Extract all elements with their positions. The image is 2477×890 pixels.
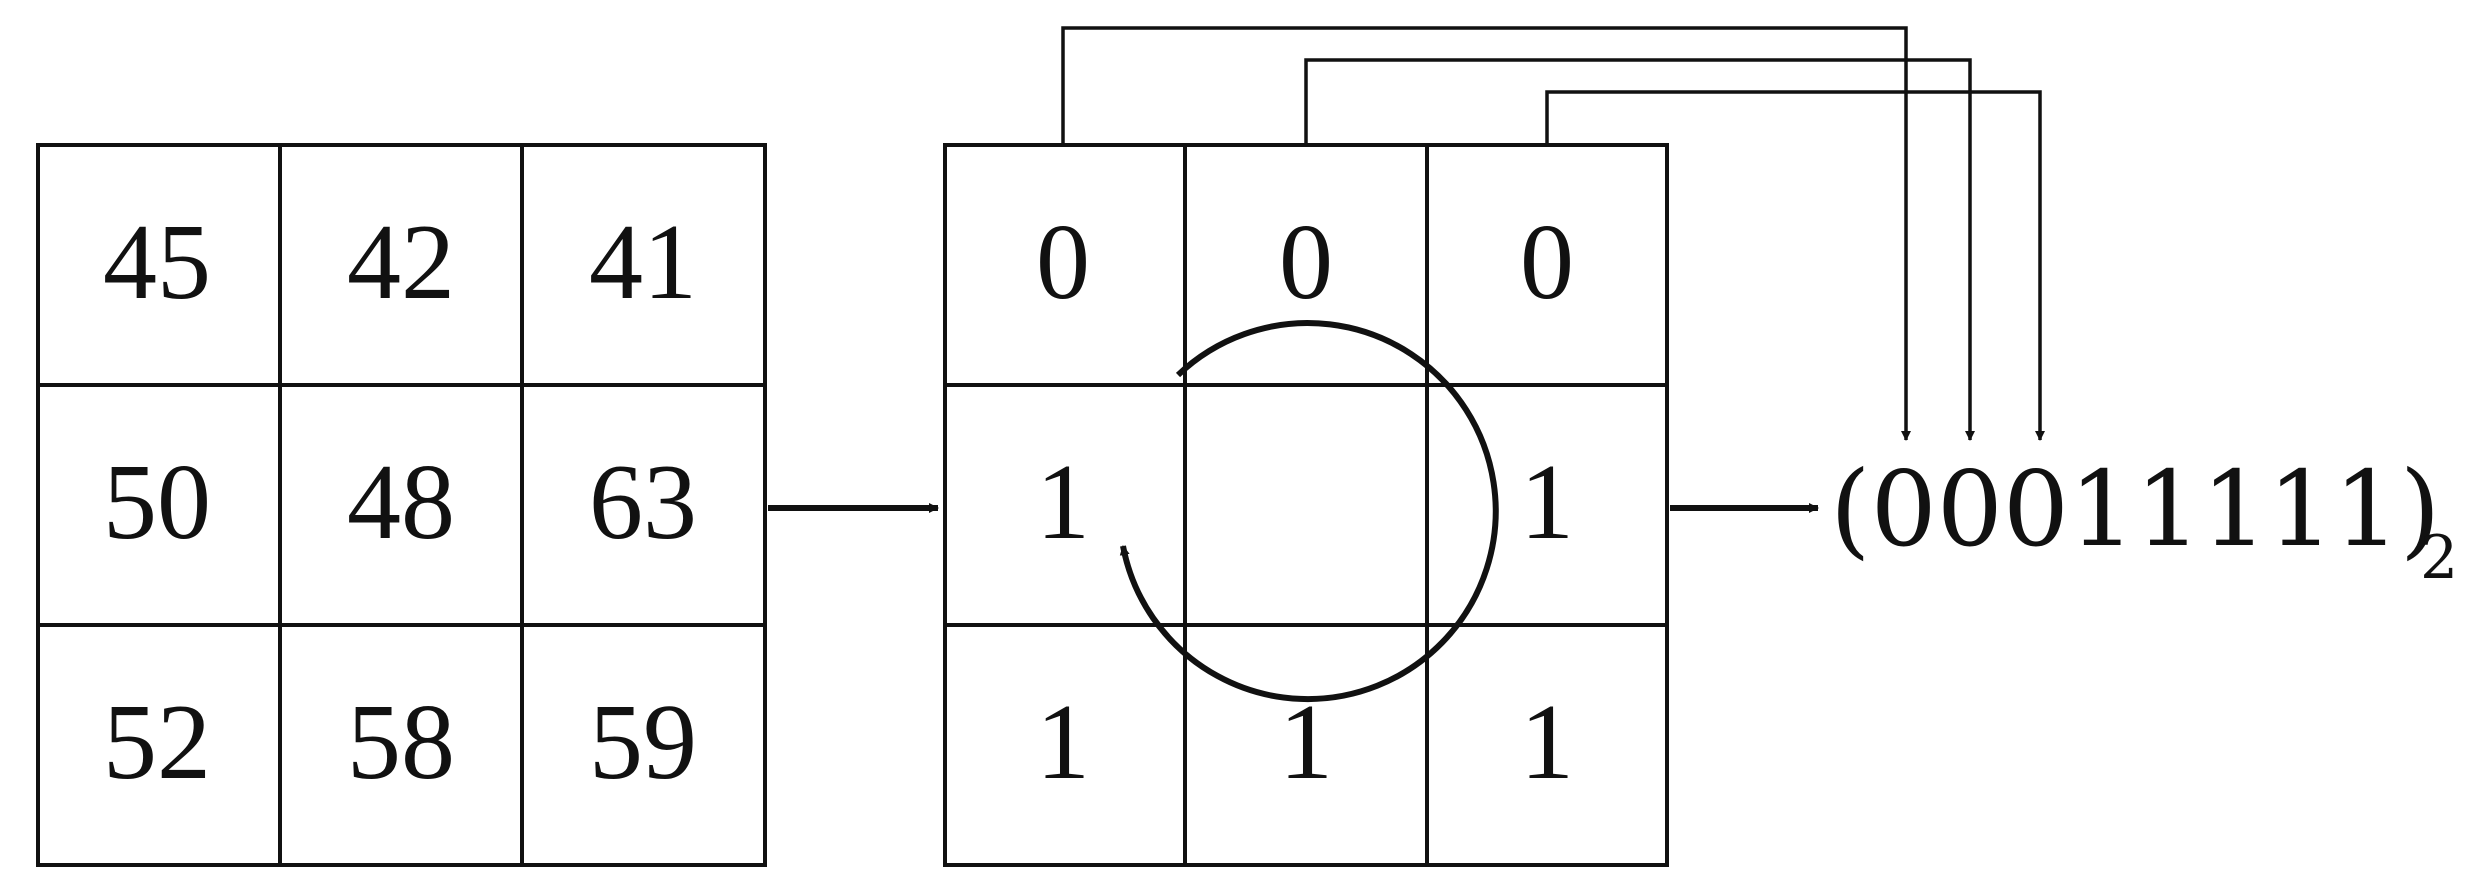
- input-cell: 41: [589, 203, 697, 322]
- traversal-circle-arrow: [1119, 320, 1499, 703]
- lbp-code-value: (00011111): [1830, 448, 2441, 570]
- input-cell: 52: [103, 683, 211, 802]
- input-cell: 59: [589, 683, 697, 802]
- input-grid: 45 42 41 50 48 63 52 58 59: [36, 143, 767, 867]
- binary-cell: 1: [1520, 443, 1574, 562]
- input-cell: 45: [103, 203, 211, 322]
- binary-cell: 0: [1036, 203, 1090, 322]
- bit-connector-line: [1304, 58, 1975, 441]
- binary-cell: 1: [1520, 683, 1574, 802]
- binary-cell: 1: [1036, 443, 1090, 562]
- input-cell: 48: [347, 443, 455, 562]
- input-cell: 50: [103, 443, 211, 562]
- binary-grid: 0 0 0 1 1 1 1 1: [943, 143, 1669, 867]
- binary-cell: 1: [1036, 683, 1090, 802]
- input-cell: 42: [347, 203, 455, 322]
- binary-cell: 1: [1279, 683, 1333, 802]
- bit-connector-line: [1545, 90, 2045, 441]
- input-cell: 58: [347, 683, 455, 802]
- lbp-code-base: 2: [2420, 523, 2458, 593]
- input-grid-border: [36, 143, 767, 867]
- input-cell: 63: [589, 443, 697, 562]
- binary-cell: 0: [1520, 203, 1574, 322]
- binary-cell: 0: [1279, 203, 1333, 322]
- bit-connector-line: [1061, 26, 1911, 441]
